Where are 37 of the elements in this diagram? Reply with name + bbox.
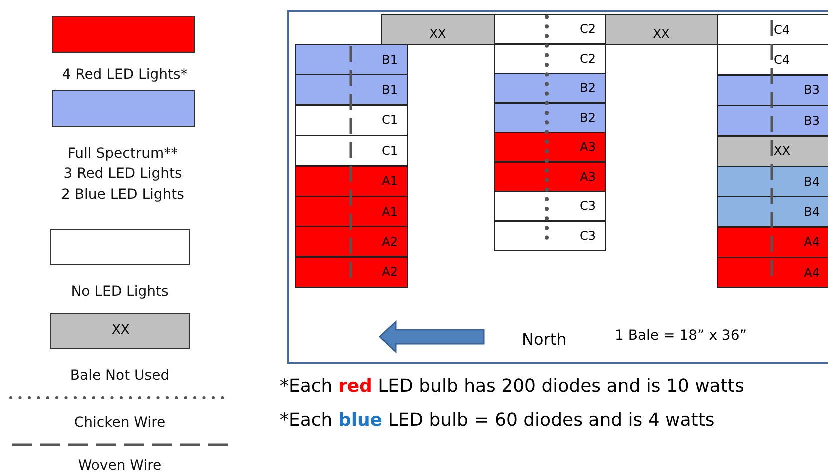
bale-block: A4 xyxy=(717,226,828,258)
legend-label: Full Spectrum** 3 Red LED Lights 2 Blue LED Lights xyxy=(60,145,186,205)
bale-block: A2 xyxy=(295,226,408,258)
legend-label: Bale Not Used xyxy=(69,367,171,386)
bale-block: XX xyxy=(381,14,495,45)
bale-block: C2 xyxy=(494,44,606,74)
bale-block: C3 xyxy=(494,220,606,250)
bale-block: B4 xyxy=(717,196,828,228)
legend-label: No LED Lights xyxy=(70,283,170,302)
bale-block: C1 xyxy=(295,104,408,136)
bale-block: B1 xyxy=(295,74,408,106)
bale-block: A1 xyxy=(295,166,408,197)
bale-block: B2 xyxy=(494,73,606,103)
bale-block: C2 xyxy=(494,14,606,44)
bale-block: B3 xyxy=(717,105,828,136)
bale-block: XX xyxy=(605,14,718,45)
bale-block: A3 xyxy=(494,132,606,162)
compass-label: North xyxy=(522,330,568,349)
bale-block: B1 xyxy=(295,44,408,75)
bale-block: B3 xyxy=(717,74,828,106)
bale-block: C1 xyxy=(295,135,408,166)
bale-block: A3 xyxy=(494,162,606,192)
bale-block: B4 xyxy=(717,166,828,197)
bale-block: C3 xyxy=(494,191,606,221)
bale-block: A1 xyxy=(295,196,408,227)
footnote: *Each red LED bulb has 200 diodes and is 10 watts xyxy=(280,376,746,397)
bale-block: XX xyxy=(717,136,828,167)
legend-text: XX xyxy=(112,322,130,340)
legend-label: Woven Wire xyxy=(77,457,163,475)
legend-label: 4 Red LED Lights* xyxy=(61,66,189,85)
bale-block: A2 xyxy=(295,256,408,288)
bale-block: A4 xyxy=(717,257,828,288)
scale-note: 1 Bale = 18” x 36” xyxy=(615,328,748,344)
bale-block: B2 xyxy=(494,102,606,132)
footnote: *Each blue LED bulb = 60 diodes and is 4 watts xyxy=(280,410,716,431)
legend-label: Chicken Wire xyxy=(73,414,167,433)
bale-block: C4 xyxy=(717,44,828,76)
